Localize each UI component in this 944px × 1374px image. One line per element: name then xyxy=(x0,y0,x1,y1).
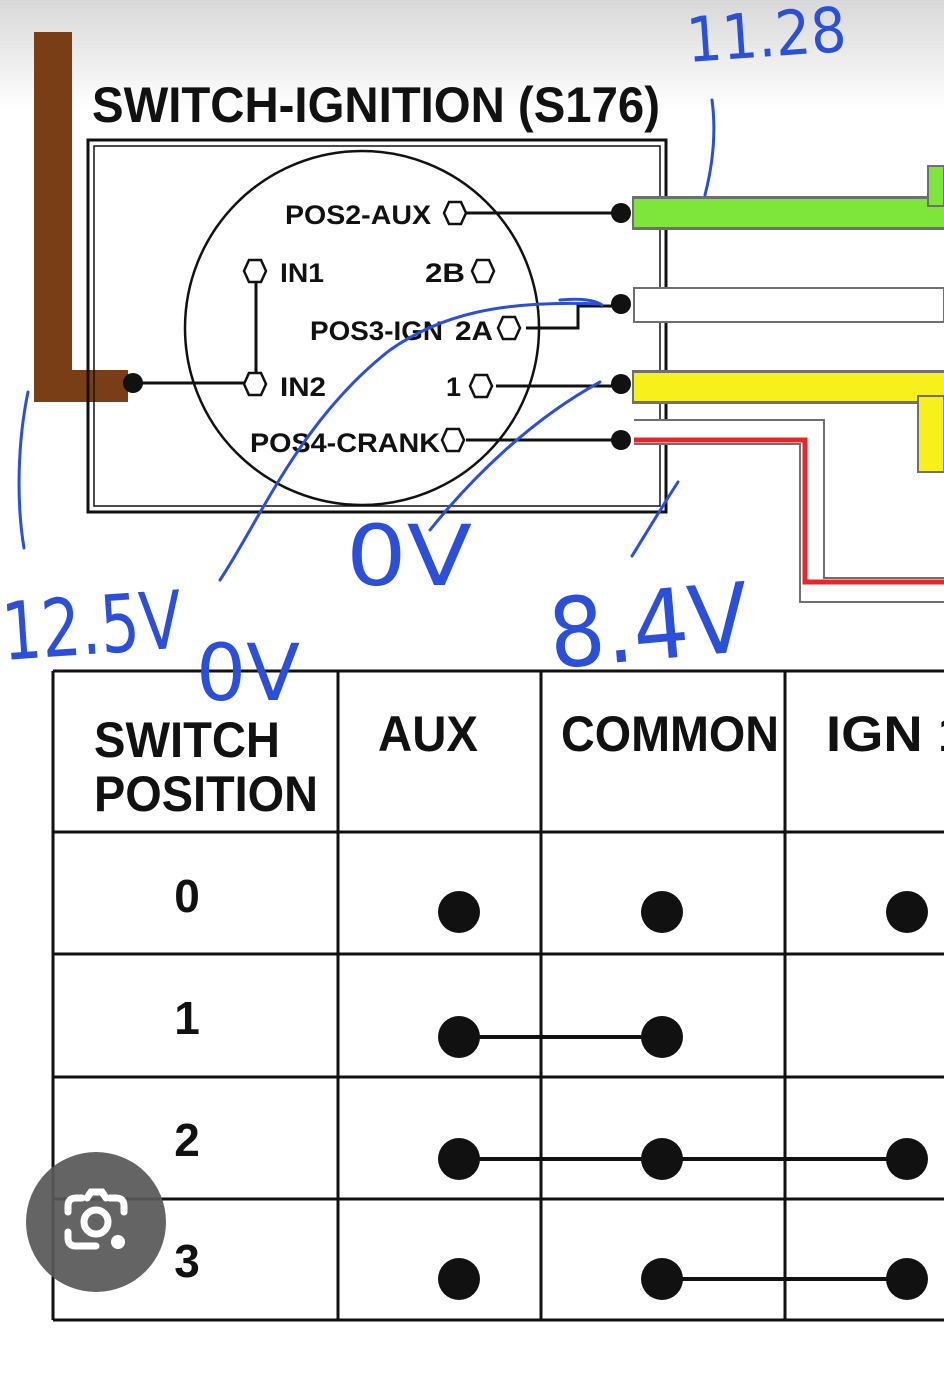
row-position-0: 0 xyxy=(174,870,200,922)
contact-dot-common-row-1 xyxy=(641,1016,683,1058)
header-aux: AUX xyxy=(378,706,478,762)
header-ign1: IGN 1 xyxy=(826,706,944,762)
row-position-3: 3 xyxy=(174,1235,200,1287)
diagram-title: SWITCH-IGNITION (S176) xyxy=(92,77,660,133)
pin-label-in2: IN2 xyxy=(280,372,326,402)
pin-markers xyxy=(242,200,522,453)
terminal-wires xyxy=(133,211,621,442)
header-switch-position-line1: SWITCH xyxy=(94,712,280,768)
google-lens-button[interactable] xyxy=(26,1152,166,1292)
contact-dot-ign1-row-3 xyxy=(886,1258,928,1300)
contact-dot-aux-row-3 xyxy=(438,1258,480,1300)
contact-dot-ign1-row-0 xyxy=(886,891,928,933)
contact-dot-aux-row-2 xyxy=(438,1138,480,1180)
pin-label-pos2-aux: POS2-AUX xyxy=(285,200,431,230)
pin-label-2b: 2B xyxy=(425,258,465,288)
contact-dot-aux-row-0 xyxy=(438,891,480,933)
contact-dot-common-row-0 xyxy=(641,891,683,933)
contact-dot-ign1-row-2 xyxy=(886,1138,928,1180)
handwritten-middle: 0V xyxy=(346,507,472,605)
pin-label-in1: IN1 xyxy=(280,258,324,288)
handwritten-right: 8.4V xyxy=(544,562,753,691)
table-contact-marks xyxy=(438,891,928,1300)
row-position-2: 2 xyxy=(174,1114,200,1166)
handwritten-left-under: 0V xyxy=(196,629,300,719)
pin-label-2a: 2A xyxy=(455,316,493,346)
handwritten-left: 12.5V xyxy=(0,574,185,679)
pin-label-pos4-crank: POS4-CRANK xyxy=(250,428,441,458)
switch-housing xyxy=(86,138,668,514)
screenshot-top-fade xyxy=(0,0,944,110)
terminal-dots xyxy=(123,203,631,450)
switch-position-table: SWITCH POSITION AUX COMMON IGN 1 0 1 2 3 xyxy=(51,669,944,1322)
handwritten-annotations: 11.28 12.5V 0V 0V 8.4V xyxy=(0,0,849,719)
wire-bundles xyxy=(632,165,944,603)
handwritten-top-right: 11.28 xyxy=(684,0,849,77)
pin-label-1: 1 xyxy=(446,372,461,402)
contact-dot-common-row-2 xyxy=(641,1138,683,1180)
contact-dot-common-row-3 xyxy=(641,1258,683,1300)
header-common: COMMON xyxy=(561,706,779,762)
google-lens-camera-icon xyxy=(64,1188,128,1250)
header-switch-position-line2: POSITION xyxy=(94,766,318,822)
row-position-1: 1 xyxy=(174,992,200,1044)
contact-dot-aux-row-1 xyxy=(438,1016,480,1058)
brown-wire xyxy=(34,32,128,402)
